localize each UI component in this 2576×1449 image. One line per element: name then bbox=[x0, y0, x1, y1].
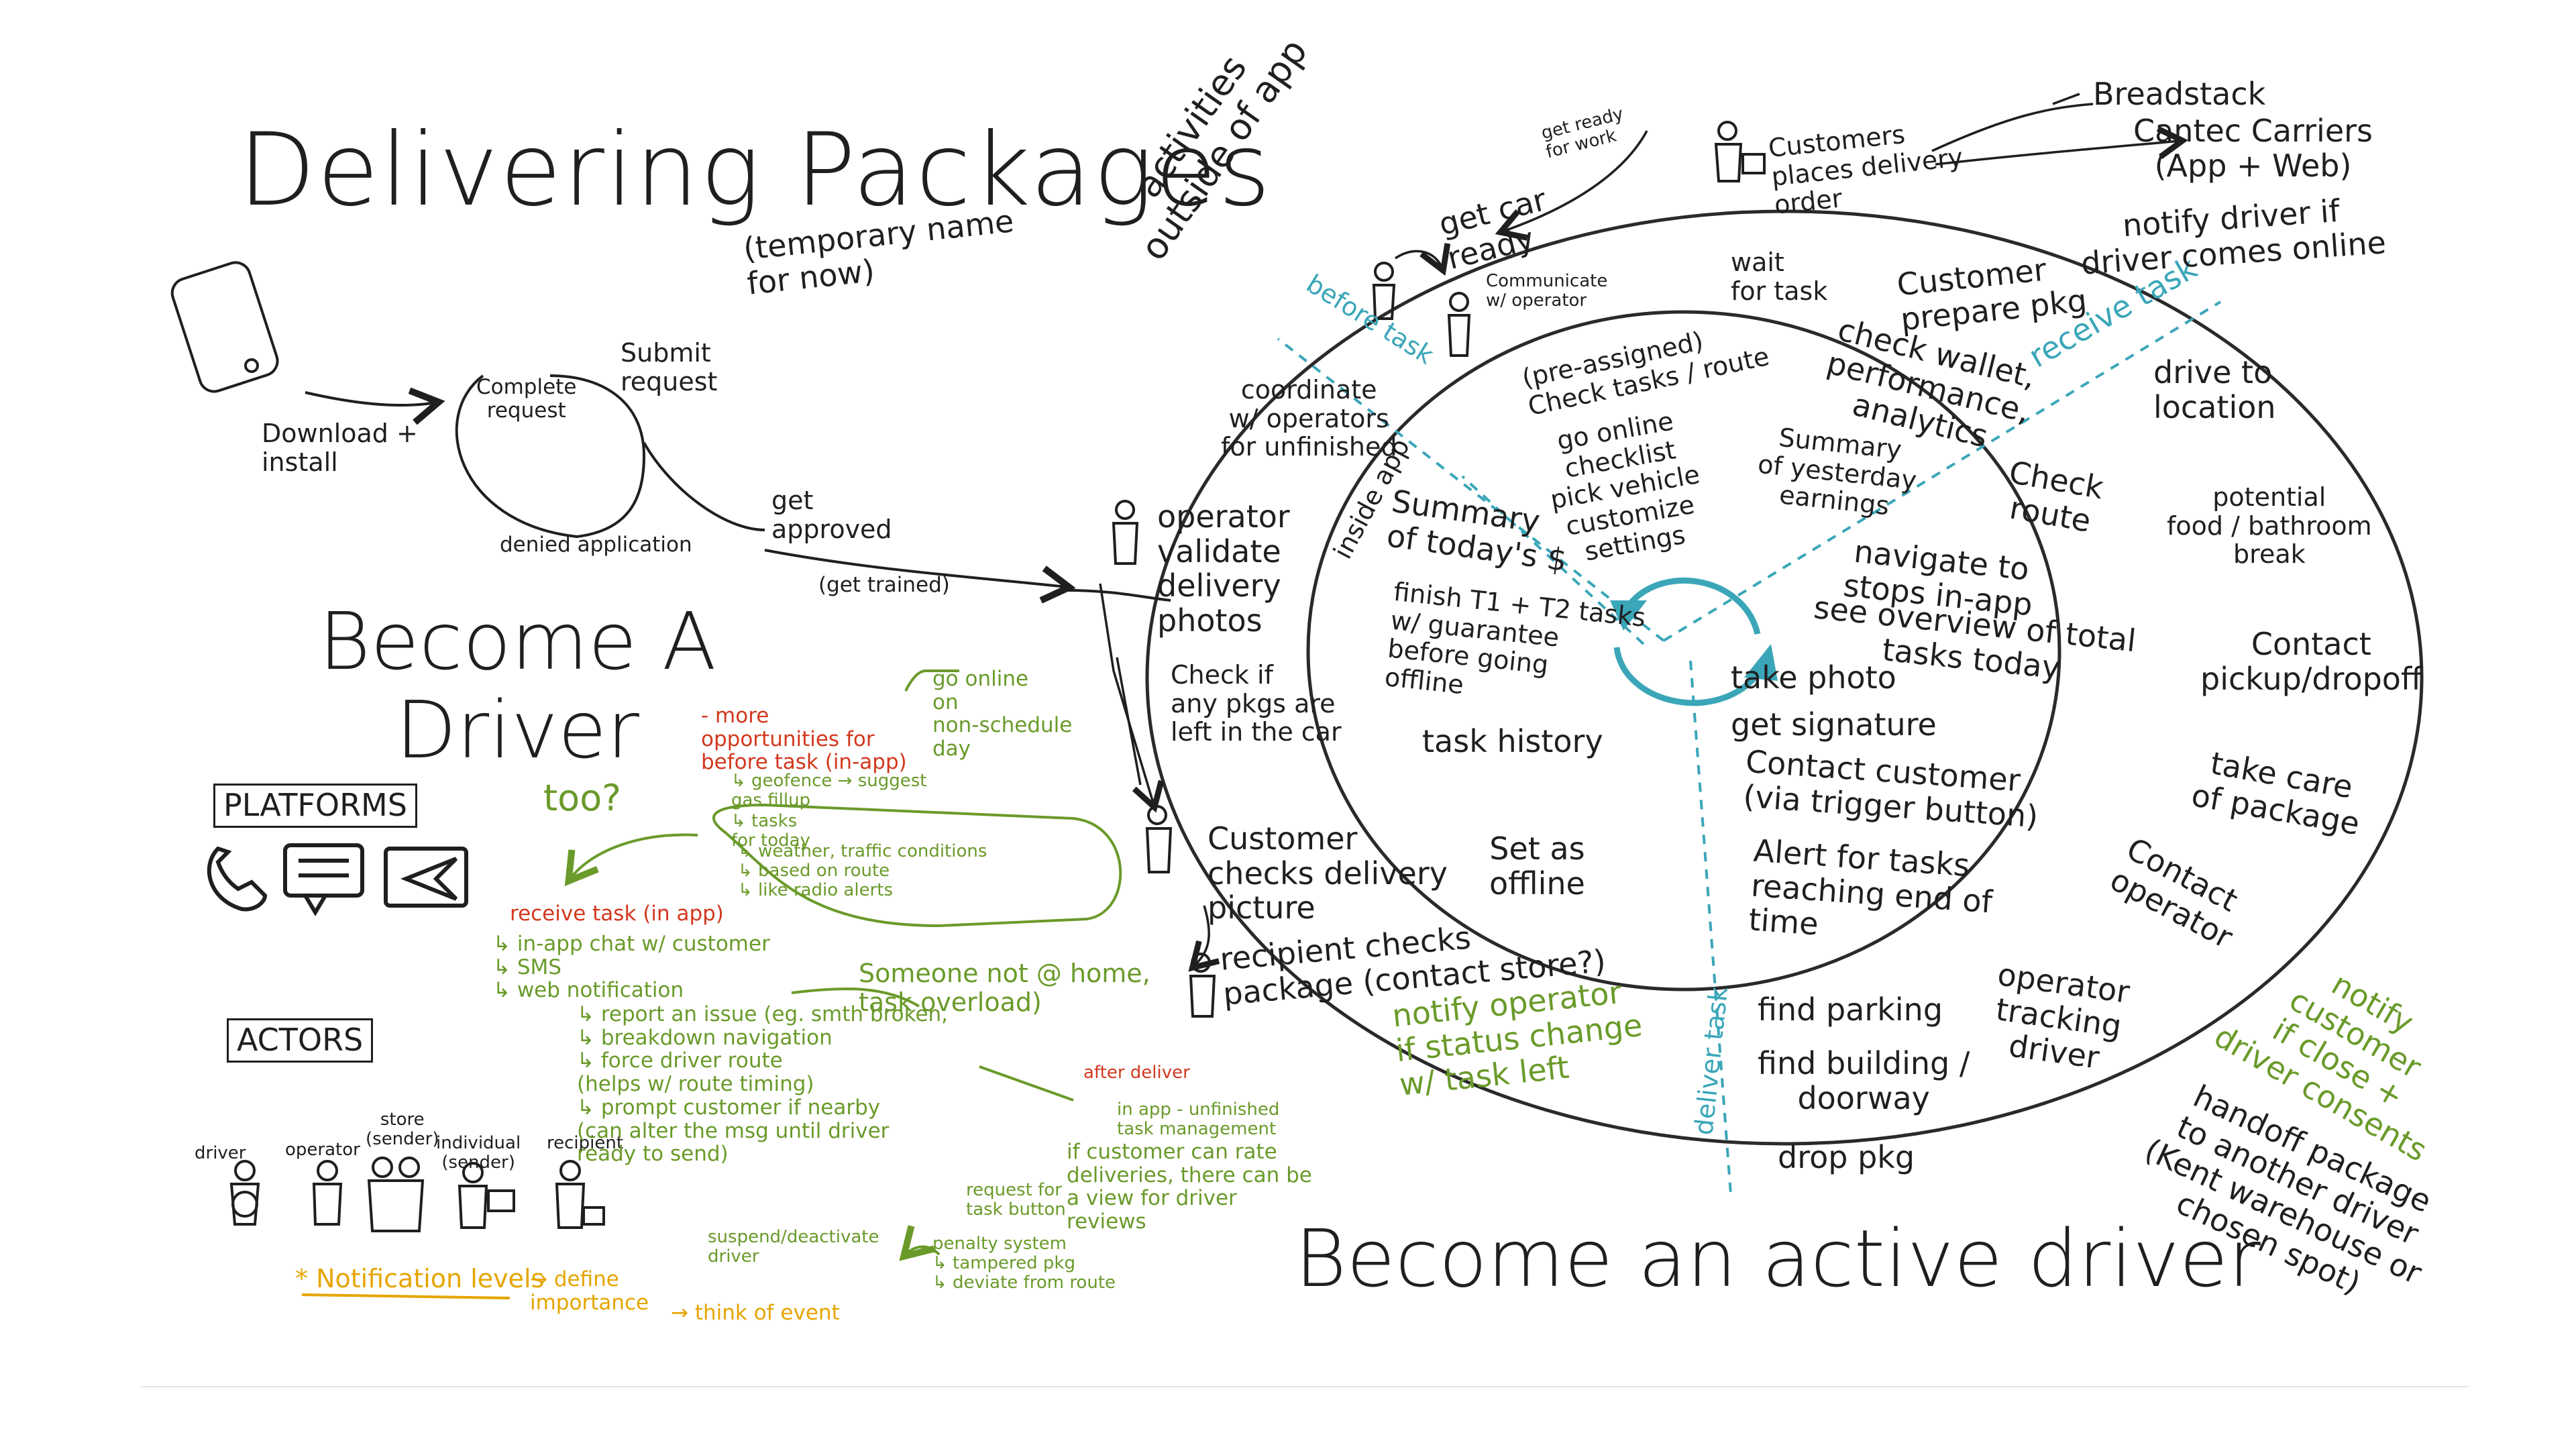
inner-alert: Alert for tasks reaching end of time bbox=[1748, 832, 1994, 943]
note-geofence: ↳ geofence → suggest gas fillup bbox=[731, 771, 927, 811]
become-active-driver-label: Become an active driver bbox=[1295, 1212, 2261, 1305]
phase-dividers bbox=[1277, 301, 2222, 1195]
flow-trained: (get trained) bbox=[818, 573, 950, 597]
outer-customer-checks: Customer checks delivery picture bbox=[1208, 820, 1448, 926]
signup-flow bbox=[305, 374, 1171, 600]
driver-car-icon bbox=[1372, 262, 1471, 357]
outer-food: potential food / bathroom break bbox=[2167, 482, 2372, 570]
notification-levels: * Notification levels bbox=[295, 1264, 545, 1293]
note-someone: Someone not @ home, task overload) bbox=[859, 959, 1150, 1017]
outer-ring bbox=[1145, 209, 2424, 1146]
cycle-icon bbox=[1610, 578, 1778, 706]
driver-icon bbox=[229, 1160, 260, 1226]
note-after-deliver: after deliver bbox=[1083, 1063, 1190, 1083]
flow-download: Download + install bbox=[262, 419, 418, 477]
chat-icon bbox=[283, 843, 364, 916]
inner-find-building: find building / doorway bbox=[1758, 1045, 1970, 1116]
become-driver-label: Become A Driver bbox=[319, 595, 716, 777]
board-title: Delivering Packages bbox=[238, 112, 1273, 229]
notification-define: → define importance bbox=[530, 1267, 649, 1315]
notification-think: → think of event bbox=[671, 1301, 840, 1325]
note-in-app-unfinished: in app - unfinished task management bbox=[1117, 1099, 1280, 1140]
phone-icon bbox=[207, 846, 268, 912]
note-go-online: go online on non-schedule day bbox=[932, 667, 1073, 761]
outer-wait: wait for task bbox=[1731, 248, 1828, 306]
note-weather: ↳ weather, traffic conditions ↳ based on… bbox=[738, 841, 987, 901]
note-report-issue: ↳ report an issue (eg. smth broken, ↳ br… bbox=[577, 1002, 949, 1167]
actor-label-individual: individual (sender) bbox=[436, 1133, 521, 1173]
actor-label-recipient: recipient bbox=[547, 1133, 624, 1153]
outer-check-pkgs: Check if any pkgs are left in the car bbox=[1171, 660, 1342, 747]
customer-icon bbox=[1714, 121, 1766, 182]
note-receive-task: receive task (in app) bbox=[510, 902, 724, 926]
note-tasks-today: ↳ tasks for today bbox=[731, 811, 810, 851]
inner-summary-yesterday: Summary of yesterday earnings bbox=[1756, 422, 1919, 521]
inner-drop: drop pkg bbox=[1778, 1139, 1915, 1175]
actor-label-store: store (sender) bbox=[366, 1110, 439, 1150]
inner-set-offline: Set as offline bbox=[1489, 830, 1585, 902]
operator-small-icon bbox=[1112, 500, 1216, 1018]
inner-signature: get signature bbox=[1731, 706, 1937, 743]
inner-ring bbox=[1306, 310, 2061, 991]
note-in-app-chat: ↳ in-app chat w/ customer ↳ SMS ↳ web no… bbox=[493, 932, 770, 1003]
bottom-divider bbox=[141, 1386, 2469, 1387]
inner-take-photo: take photo bbox=[1731, 659, 1896, 696]
actor-label-driver: driver bbox=[195, 1143, 246, 1163]
outer-communicate: Communicate w/ operator bbox=[1486, 271, 1608, 311]
send-icon bbox=[384, 847, 468, 908]
note-more-opportunities: - more opportunities for before task (in… bbox=[701, 704, 907, 775]
note-request-task: request for task button bbox=[966, 1180, 1066, 1220]
note-too: too? bbox=[543, 777, 621, 819]
note-if-customer: if customer can rate deliveries, there c… bbox=[1067, 1140, 1312, 1234]
platforms-label: PLATFORMS bbox=[213, 784, 417, 828]
inner-find-parking: find parking bbox=[1758, 991, 1943, 1028]
store-icon bbox=[367, 1157, 425, 1232]
individual-sender-icon bbox=[458, 1162, 515, 1229]
flow-submit: Submit request bbox=[621, 338, 718, 396]
flow-complete: Complete request bbox=[476, 375, 577, 423]
outer-drive: drive to location bbox=[2153, 354, 2276, 425]
outer-coordinate: coordinate w/ operators for unfinished bbox=[1221, 375, 1397, 462]
recipient-icon bbox=[555, 1160, 605, 1229]
inner-task-history: task history bbox=[1422, 723, 1603, 759]
outer-cantec: Cantec Carriers (App + Web) bbox=[2133, 113, 2373, 184]
operator-icon bbox=[312, 1160, 343, 1226]
flow-denied: denied application bbox=[500, 533, 692, 557]
outer-contact-pickup: Contact pickup/dropoff bbox=[2200, 626, 2422, 697]
actor-label-operator: operator bbox=[285, 1140, 360, 1160]
outer-breadstack: Breadstack bbox=[2093, 76, 2266, 112]
actors-label: ACTORS bbox=[227, 1018, 374, 1063]
note-penalty: penalty system ↳ tampered pkg ↳ deviate … bbox=[932, 1234, 1116, 1293]
flow-approved: get approved bbox=[771, 486, 892, 544]
phone-sketch bbox=[170, 261, 279, 393]
outer-operator-validate: operator validate delivery photos bbox=[1157, 498, 1290, 639]
outer-operator-tracking: operator tracking driver bbox=[1994, 956, 2132, 1076]
note-suspend: suspend/deactivate driver bbox=[708, 1227, 879, 1267]
